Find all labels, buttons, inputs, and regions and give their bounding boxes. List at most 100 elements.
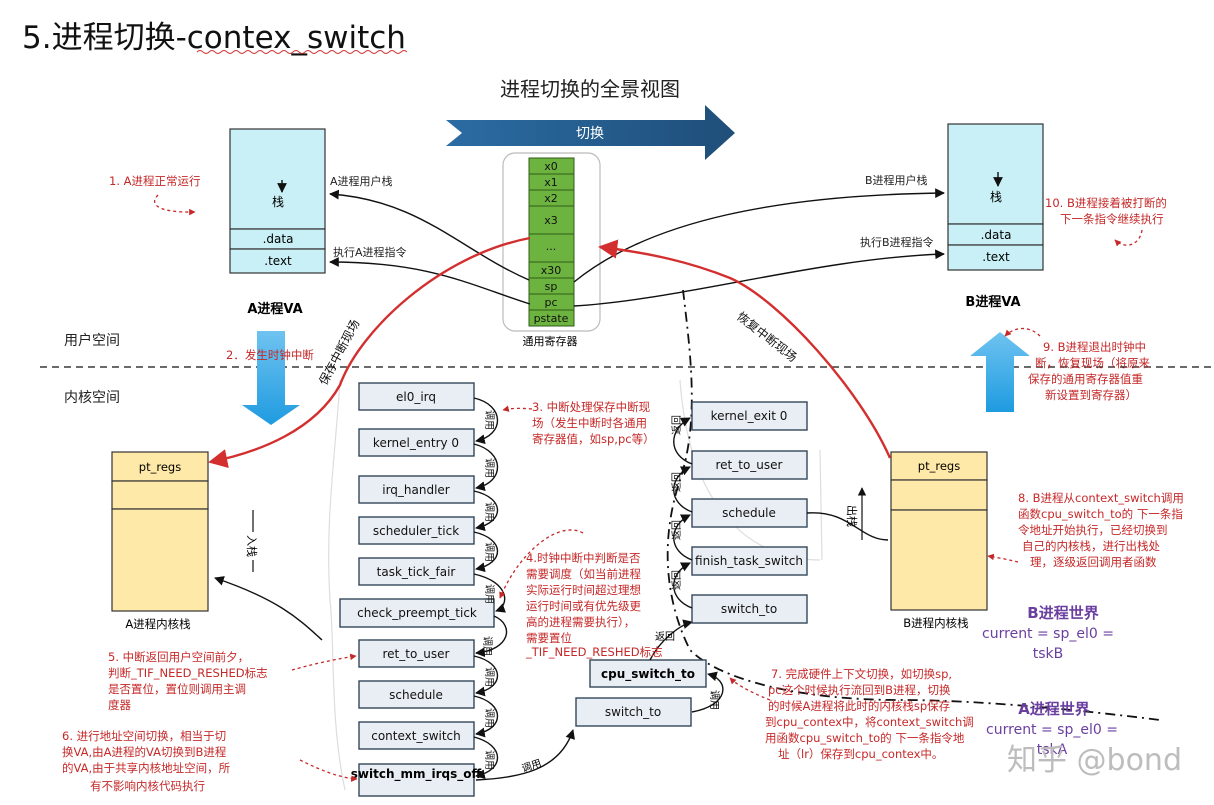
svg-text:调用: 调用	[483, 584, 495, 604]
switch-mm-to-switch-to	[475, 729, 575, 781]
annotation-1: 1. A进程正常运行	[109, 174, 201, 188]
register-file: x0 x1 x2 x3 ... x30 sp pc pstate	[528, 157, 575, 327]
annotation-6-pointer	[299, 759, 358, 782]
return-up-arrow	[970, 332, 1030, 412]
svg-text:pc这个时候执行流回到B进程，切换: pc这个时候执行流回到B进程，切换	[768, 683, 951, 697]
svg-text:task_tick_fair: task_tick_fair	[377, 565, 456, 579]
a-stack-push-link	[214, 576, 323, 641]
svg-text:10. B进程接着被打断的: 10. B进程接着被打断的	[1045, 196, 1167, 210]
reg-pstate: pstate	[534, 312, 569, 325]
svg-text:理，逐级返回调用者函数: 理，逐级返回调用者函数	[1030, 555, 1157, 569]
left-scope-line	[328, 379, 346, 791]
svg-text:令地址开始执行，已经切换到: 令地址开始执行，已经切换到	[1018, 523, 1168, 537]
svg-text:调用: 调用	[483, 750, 495, 770]
pop-label: 出栈	[845, 505, 859, 527]
svg-text:需要置位: 需要置位	[526, 631, 572, 645]
annotation-7: 7. 完成硬件上下文切换，如切换sp, pc这个时候执行流回到B进程，切换 的时…	[765, 667, 974, 761]
kernel-space-label: 内核空间	[64, 390, 120, 406]
reg-pc: pc	[544, 296, 557, 309]
call-label-switch-mm: 调用	[520, 757, 543, 775]
registers-caption: 通用寄存器	[523, 334, 578, 348]
svg-text:current = sp_el0 =: current = sp_el0 =	[986, 722, 1118, 738]
svg-text:4.时钟中断中判断是否: 4.时钟中断中判断是否	[526, 551, 641, 565]
svg-text:7. 完成硬件上下文切换，如切换sp,: 7. 完成硬件上下文切换，如切换sp,	[771, 667, 952, 681]
fn-switch-mm-irqs-off	[358, 763, 475, 797]
svg-text:度器: 度器	[108, 698, 131, 712]
svg-text:新设置到寄存器）: 新设置到寄存器）	[1045, 388, 1137, 402]
svg-text:自己的内核栈，进行出栈处: 自己的内核栈，进行出栈处	[1022, 539, 1160, 553]
world-b-label: B进程世界 current = sp_el0 = tskB	[982, 604, 1114, 662]
save-context-arc	[208, 236, 531, 469]
fn-irq-handler	[358, 475, 475, 504]
svg-text:schedule: schedule	[722, 506, 776, 520]
world-boundary	[666, 289, 1161, 721]
switch-to-cpu-switch	[691, 671, 724, 713]
fn-schedule	[358, 680, 475, 709]
svg-text:址（lr）保存到cpu_contex中。: 址（lr）保存到cpu_contex中。	[778, 747, 943, 761]
svg-text:返回: 返回	[671, 520, 683, 540]
reg-x1: x1	[544, 176, 558, 189]
annotation-2: 2．发生时钟中断	[226, 348, 314, 362]
svg-text:断，恢复现场（将原来: 断，恢复现场（将原来	[1035, 356, 1150, 370]
fn-scheduler-tick	[358, 516, 475, 545]
svg-text:context_switch: context_switch	[371, 729, 461, 743]
a-user-stack-label: A进程用户栈	[330, 174, 393, 188]
process-a-va: 栈 .data .text	[229, 128, 326, 274]
a-va-stack: 栈	[272, 194, 284, 209]
svg-text:el0_irq: el0_irq	[396, 390, 436, 404]
fn-switch-to-b	[691, 594, 808, 624]
svg-text:调用: 调用	[483, 502, 495, 522]
left-call-arcs	[473, 397, 508, 780]
annotation-9: 9. B进程退出时钟中 断，恢复现场（将原来 保存的通用寄存器值重 新设置到寄存…	[1028, 340, 1150, 402]
annotation-5-pointer	[291, 653, 357, 671]
b-va-stack: 栈	[990, 189, 1002, 204]
fn-finish-task-switch	[691, 546, 808, 576]
svg-text:tskB: tskB	[1033, 646, 1064, 662]
annotation-7-pointer	[729, 677, 771, 701]
svg-text:B进程世界: B进程世界	[1027, 604, 1098, 622]
reg-x0: x0	[544, 160, 558, 173]
svg-text:到cpu_contex中，将context_switch调: 到cpu_contex中，将context_switch调	[765, 715, 974, 729]
svg-text:是否置位，置位则调用主调: 是否置位，置位则调用主调	[108, 682, 246, 696]
b-exec-label: 执行B进程指令	[860, 235, 934, 249]
return-label-cpu: 返回	[655, 631, 675, 643]
a-va-data: .data	[263, 232, 294, 246]
svg-text:kernel_entry 0: kernel_entry 0	[373, 436, 459, 450]
switch-arrow-label: 切换	[576, 125, 604, 142]
reg-dots: ...	[546, 240, 557, 253]
right-return-labels: 返回 返回 返回 返回	[671, 415, 683, 590]
svg-text:需要调度（如当前进程: 需要调度（如当前进程	[526, 567, 641, 581]
svg-text:9. B进程退出时钟中: 9. B进程退出时钟中	[1043, 340, 1146, 354]
user-space-label: 用户空间	[64, 332, 120, 349]
svg-text:finish_task_switch: finish_task_switch	[695, 554, 803, 568]
call-label-cpu: 调用	[708, 690, 720, 710]
process-b-va: 栈 .data .text	[947, 123, 1044, 271]
svg-text:调用: 调用	[483, 458, 495, 478]
watermark: 知乎 @bond	[1007, 743, 1182, 778]
svg-text:调用: 调用	[483, 542, 495, 562]
fn-kernel-exit	[691, 401, 808, 431]
interrupt-down-arrow	[242, 331, 300, 425]
svg-text:scheduler_tick: scheduler_tick	[373, 524, 459, 538]
reg-x30: x30	[541, 264, 562, 277]
left-call-chain: el0_irq kernel_entry 0 irq_handler sched…	[339, 382, 495, 797]
a-kernel-stack: pt_regs	[111, 451, 209, 612]
svg-text:实际运行时间超过理想: 实际运行时间超过理想	[526, 583, 641, 597]
left-call-labels: 调用 调用 调用 调用 调用 调用 调用 调用 调用	[481, 410, 495, 770]
b-va-text: .text	[982, 250, 1010, 264]
svg-text:保存的通用寄存器值重: 保存的通用寄存器值重	[1028, 372, 1143, 386]
annotation-3-pointer	[502, 405, 533, 412]
a-user-stack-link	[329, 189, 530, 281]
b-exec-link	[573, 249, 945, 307]
schedule-to-b-stack	[806, 512, 889, 541]
b-user-stack-label: B进程用户栈	[865, 173, 928, 187]
right-scope-edge	[819, 449, 823, 561]
a-va-text: .text	[264, 254, 292, 268]
annotation-10-pointer	[1114, 229, 1143, 247]
save-label: 保存中断现场	[315, 317, 362, 388]
annotation-4-pointer	[499, 529, 584, 599]
annotation-6: 6. 进行地址空间切换，相当于切 换VA,由A进程的VA切换到B进程 的VA,由…	[62, 729, 231, 793]
a-exec-link	[329, 257, 531, 305]
svg-text:switch_to: switch_to	[721, 602, 777, 616]
